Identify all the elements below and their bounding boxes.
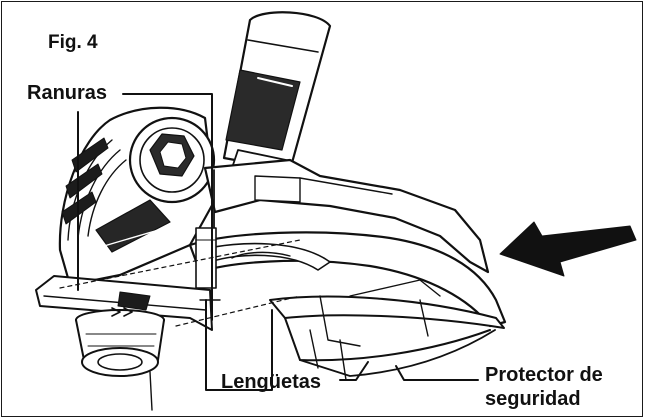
- callout-lenguetas: Lengüetas: [221, 371, 322, 393]
- handle-shaft: [222, 11, 332, 179]
- spool-assembly: [35, 275, 213, 377]
- motor-hub: [128, 116, 216, 204]
- alignment-lines: [59, 239, 301, 327]
- callout-protector-line2: seguridad: [485, 388, 581, 410]
- arrow-left-icon: [499, 221, 637, 277]
- callout-protector: Protector de seguridad: [485, 363, 603, 411]
- leader-lines: [77, 93, 479, 411]
- callout-ranuras: Ranuras: [27, 82, 108, 104]
- callout-protector-line1: Protector de: [485, 364, 603, 386]
- figure-title: Fig. 4: [48, 32, 98, 53]
- guard-body: [203, 158, 490, 274]
